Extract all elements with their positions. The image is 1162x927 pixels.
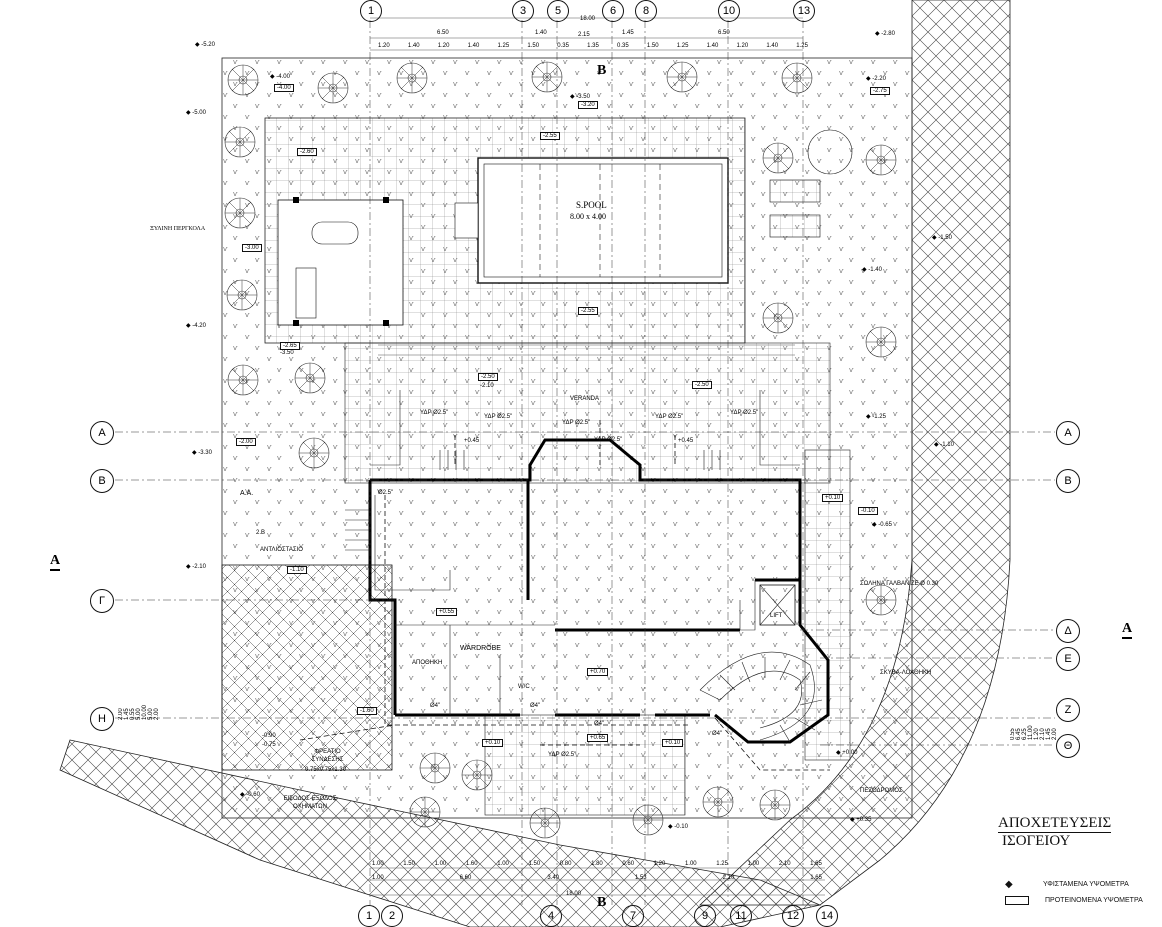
drain-pipes <box>299 420 830 771</box>
top-dimensions <box>370 17 803 356</box>
road-hatch-east <box>698 0 1011 906</box>
swimming-pool <box>477 157 729 284</box>
bottom-dimensions <box>370 867 825 896</box>
umbrella-icon <box>807 129 853 175</box>
south-tiles <box>484 714 686 816</box>
veranda-stairs <box>345 450 721 551</box>
spiral-stair <box>699 651 823 743</box>
parking-area <box>221 564 393 771</box>
terrace-tiles <box>344 342 831 484</box>
grid-lines <box>115 20 1055 905</box>
pergola <box>277 199 404 326</box>
